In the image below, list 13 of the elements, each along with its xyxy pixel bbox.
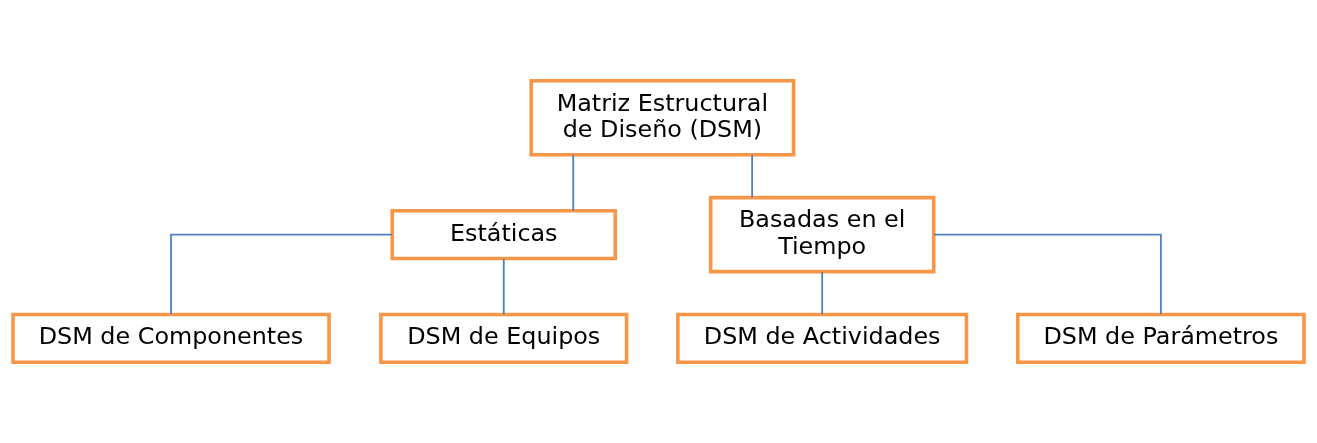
node-box: DSM de Equipos bbox=[379, 312, 629, 365]
connector bbox=[170, 233, 393, 316]
connector bbox=[821, 271, 824, 316]
connector bbox=[933, 233, 1162, 316]
node-box: Basadas en el Tiempo bbox=[708, 195, 936, 274]
node-box: Estáticas bbox=[390, 209, 618, 261]
connector bbox=[751, 153, 753, 199]
node-box: Matriz Estructural de Diseño (DSM) bbox=[529, 78, 796, 157]
connector bbox=[572, 153, 575, 212]
node-box: DSM de Componentes bbox=[11, 312, 331, 365]
node-box: DSM de Actividades bbox=[676, 312, 969, 365]
node-box: DSM de Parámetros bbox=[1016, 312, 1306, 365]
connector bbox=[502, 257, 505, 316]
